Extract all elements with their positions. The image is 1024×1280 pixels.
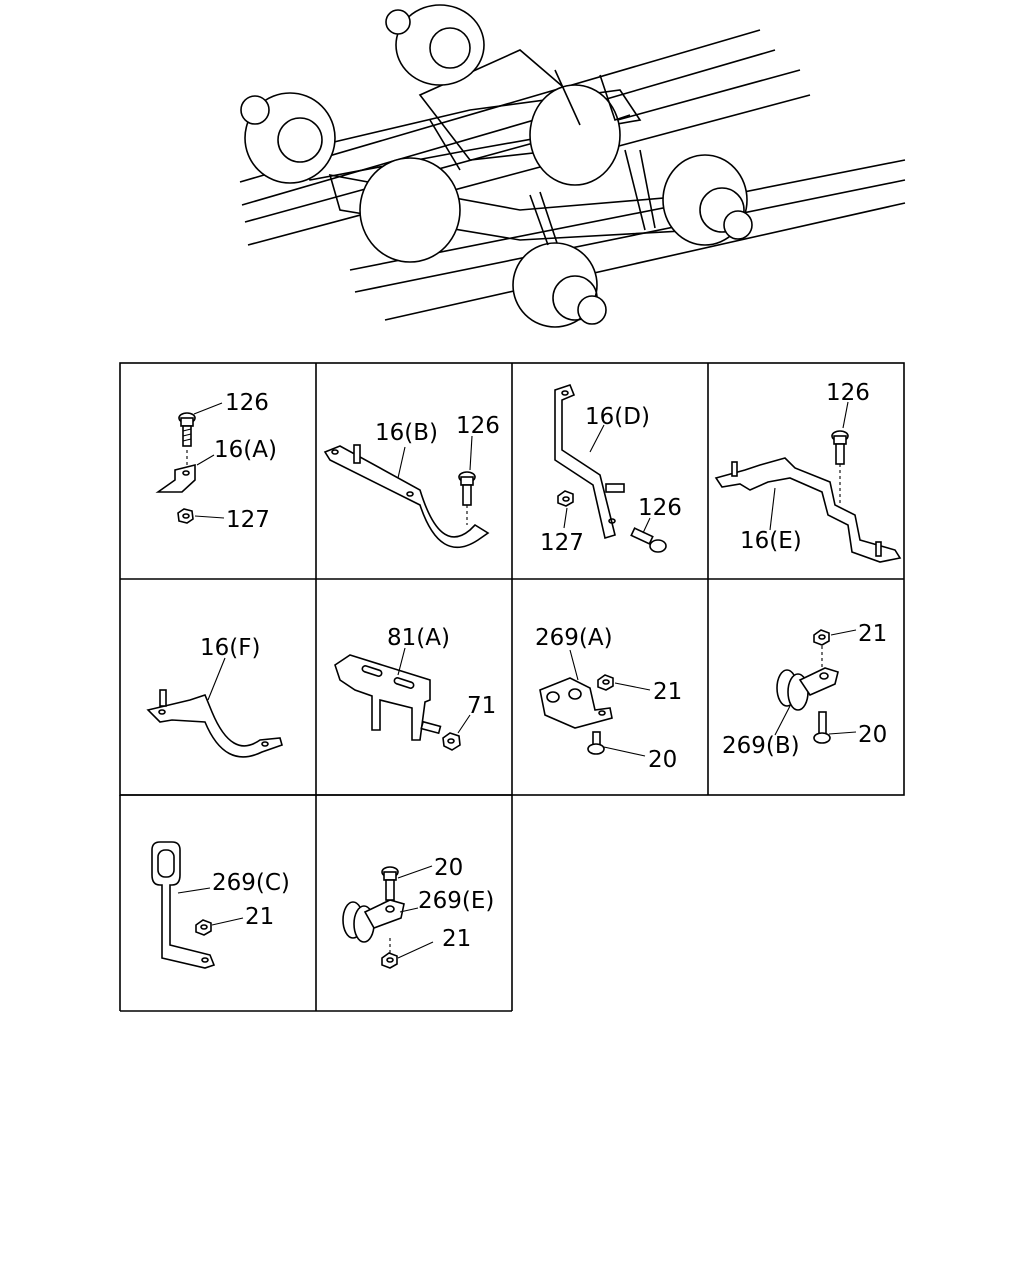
label-16b: 16(B) (375, 420, 438, 446)
bolt-icon (178, 412, 196, 447)
bolt-icon (458, 471, 476, 506)
label-269b: 269(B) (722, 733, 800, 759)
label-20: 20 (434, 855, 463, 881)
label-21: 21 (442, 926, 471, 952)
panel-269a: 269(A) 21 20 (535, 625, 682, 773)
nut-icon (597, 674, 614, 691)
nut-icon (177, 508, 194, 524)
bracket-16f (146, 694, 283, 758)
label-126: 126 (225, 390, 269, 416)
panel-269e: 20 269(E) 21 (342, 855, 494, 969)
label-127: 127 (226, 507, 270, 533)
label-126: 126 (456, 413, 500, 439)
panel-16f: 16(F) (146, 635, 283, 758)
bracket-16a (155, 463, 196, 493)
label-126: 126 (826, 380, 870, 406)
bracket-81a (334, 654, 431, 741)
panel-16d: 16(D) 126 127 (540, 384, 682, 556)
label-16a: 16(A) (214, 437, 277, 463)
bolt-icon (831, 430, 849, 465)
panel-269c: 269(C) 21 (151, 841, 290, 969)
panel-81a: 81(A) 71 (334, 625, 496, 751)
panel-16b: 16(B) 126 (323, 413, 500, 549)
label-16e: 16(E) (740, 528, 802, 554)
bolt-icon (630, 527, 667, 553)
panel-16e: 126 16(E) (714, 380, 902, 563)
nut-icon (442, 732, 461, 751)
differential-housing-rear (529, 84, 621, 186)
label-21: 21 (245, 904, 274, 930)
clamp-269c (151, 841, 216, 969)
label-20: 20 (648, 747, 677, 773)
label-20: 20 (858, 722, 887, 748)
hub-bottom (512, 242, 607, 328)
panel-16a: 126 16(A) 127 (155, 390, 277, 533)
nut-icon (195, 919, 212, 936)
axle-assembly-illustration (239, 4, 906, 328)
label-269a: 269(A) (535, 625, 613, 651)
panel-269b: 21 20 269(B) (722, 621, 887, 759)
hub-right (662, 154, 753, 246)
label-269e: 269(E) (418, 888, 494, 914)
nut-icon (381, 952, 398, 969)
bolt-icon (813, 711, 831, 744)
label-16d: 16(D) (585, 404, 650, 430)
hub-top-left (240, 92, 336, 184)
label-126: 126 (638, 495, 682, 521)
label-71: 71 (467, 693, 496, 719)
bracket-16e (714, 457, 902, 563)
label-16f: 16(F) (200, 635, 260, 661)
bracket-16d (554, 384, 616, 540)
differential-housing-front (359, 157, 461, 263)
label-81a: 81(A) (387, 625, 450, 651)
hub-top-center (385, 4, 485, 86)
label-269c: 269(C) (212, 870, 290, 896)
nut-icon (557, 490, 574, 507)
panel-grid (119, 362, 905, 1012)
label-21: 21 (653, 679, 682, 705)
nut-icon (813, 629, 830, 646)
bolt-icon (587, 731, 605, 755)
label-127: 127 (540, 530, 584, 556)
label-21: 21 (858, 621, 887, 647)
clamp-269a (539, 677, 613, 729)
bracket-16b (323, 445, 490, 549)
bolt-icon (381, 866, 399, 901)
